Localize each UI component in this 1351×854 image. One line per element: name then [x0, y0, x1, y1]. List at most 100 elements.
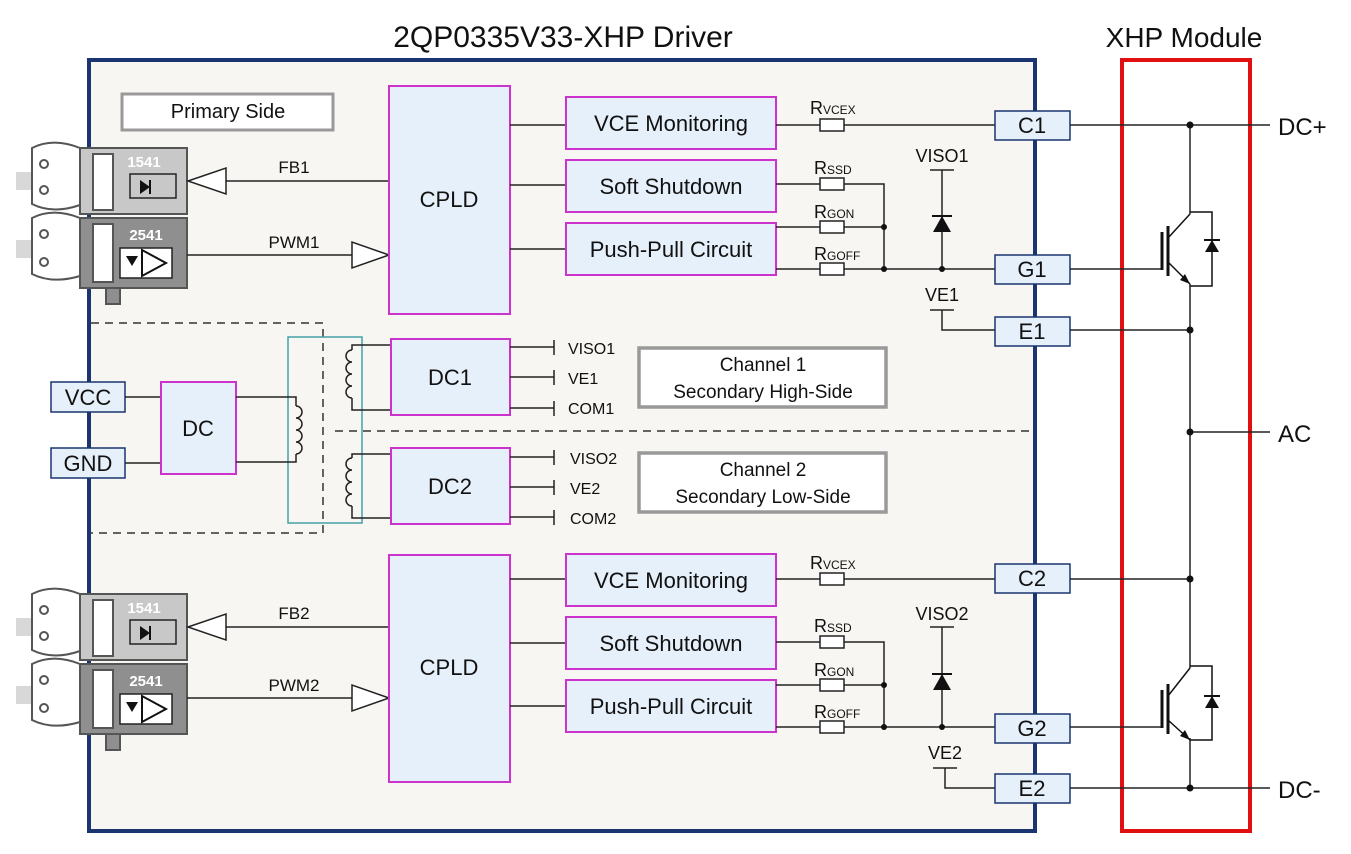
dc1-com1-label: COM1 — [568, 401, 614, 418]
channel-1-line2: Secondary High-Side — [673, 382, 853, 403]
wire — [944, 768, 995, 789]
pin-c1-label: C1 — [1018, 113, 1046, 138]
driver-title: 2QP0335V33-XHP Driver — [393, 21, 733, 54]
primary-side-text: Primary Side — [171, 101, 285, 123]
junction-dot — [939, 724, 945, 730]
channel-2-label: Channel 2 Secondary Low-Side — [637, 451, 888, 514]
dc2-ve2-label: VE2 — [570, 481, 600, 498]
rssd-2-label: RSSD — [814, 616, 852, 636]
pin-e2 — [994, 773, 1071, 804]
cpld-1 — [388, 85, 511, 315]
resistor-rgoff-1 — [819, 262, 845, 276]
transformer-secondary-winding-1 — [345, 349, 353, 399]
pin-g2 — [994, 713, 1071, 744]
dc-converter — [160, 381, 237, 475]
resistor-rssd-2 — [819, 635, 845, 649]
pin-e2-label: E2 — [1019, 776, 1046, 801]
dc2-com2-label: COM2 — [570, 511, 616, 528]
pin-g1-label: G1 — [1017, 257, 1046, 282]
resistor-rvcex-1 — [819, 118, 845, 132]
ve1-label: VE1 — [925, 285, 959, 305]
pin-e1-label: E1 — [1019, 319, 1046, 344]
fb1-label: FB1 — [278, 158, 309, 177]
fiber-transmitter-connector-2: 2541 — [16, 657, 188, 751]
dc2-viso2-label: VISO2 — [570, 451, 617, 468]
pwm2-label: PWM2 — [269, 676, 320, 695]
junction-dot — [1186, 575, 1194, 583]
junction-dot — [881, 682, 887, 688]
rgoff-1-label: RGOFF — [814, 244, 860, 264]
isolation-boundary-dashed — [91, 322, 324, 534]
wire — [1070, 264, 1163, 270]
soft-shutdown-2-label: Soft Shutdown — [599, 631, 742, 656]
pwm1-driver-triangle — [351, 240, 392, 270]
cpld-2-label: CPLD — [420, 655, 479, 680]
wire — [351, 506, 391, 519]
vce-monitoring-2-label: VCE Monitoring — [594, 568, 748, 593]
resistor-rssd-1 — [819, 177, 845, 191]
resistor-rgon-2 — [819, 678, 845, 692]
clamp-diode-2 — [933, 674, 951, 690]
pin-c1 — [994, 110, 1071, 141]
resistor-rgoff-2 — [819, 720, 845, 734]
dc1-label: DC1 — [428, 365, 472, 390]
channel-2-line1: Channel 2 — [720, 460, 807, 481]
resistor-rgon-1 — [819, 220, 845, 234]
soft-shutdown-2 — [565, 616, 777, 670]
wire — [236, 454, 297, 463]
wire — [236, 396, 297, 406]
igbt-upper — [1160, 211, 1220, 287]
pin-e1 — [994, 316, 1071, 347]
pin-g2-label: G2 — [1017, 716, 1046, 741]
pin-gnd — [50, 447, 126, 479]
rgon-1-label: RGON — [814, 202, 854, 222]
rvcex-1-label: RVCEX — [810, 98, 856, 118]
wire — [351, 453, 391, 458]
push-pull-1-label: Push-Pull Circuit — [590, 237, 753, 262]
pin-vcc — [50, 381, 126, 413]
igbt-lower — [1160, 665, 1220, 741]
dc2-label: DC2 — [428, 474, 472, 499]
junction-dot — [1186, 121, 1194, 129]
tx-code-1: 2541 — [129, 227, 162, 244]
fiber-receiver-connector-1: 1541 — [16, 141, 188, 215]
dc1-viso1-label: VISO1 — [568, 341, 615, 358]
wire — [351, 398, 391, 411]
terminal-ac: AC — [1278, 421, 1311, 448]
push-pull-2 — [565, 679, 777, 733]
pin-vcc-label: VCC — [65, 385, 112, 410]
wire — [1070, 722, 1163, 728]
transformer-secondary-winding-2 — [345, 457, 353, 507]
soft-shutdown-1-label: Soft Shutdown — [599, 174, 742, 199]
dc2-converter — [390, 447, 511, 525]
wire — [844, 183, 885, 269]
rssd-1-label: RSSD — [814, 158, 852, 178]
transformer-region — [287, 336, 363, 524]
channel-1-line1: Channel 1 — [720, 355, 807, 376]
viso2-label: VISO2 — [915, 604, 968, 624]
dc-converter-label: DC — [182, 416, 214, 441]
junction-dot — [1186, 784, 1194, 792]
junction-dot — [939, 266, 945, 272]
rgoff-2-label: RGOFF — [814, 702, 860, 722]
resistor-rvcex-2 — [819, 572, 845, 586]
fiber-transmitter-connector-1: 2541 — [16, 211, 188, 305]
junction-dot — [1186, 326, 1194, 334]
junction-dot — [881, 224, 887, 230]
ve2-label: VE2 — [928, 743, 962, 763]
dc1-ve1-label: VE1 — [568, 371, 598, 388]
fiber-receiver-connector-2: 1541 — [16, 587, 188, 661]
junction-dot — [881, 724, 887, 730]
driver-board — [87, 58, 1037, 833]
wire — [941, 310, 995, 331]
viso1-label: VISO1 — [915, 146, 968, 166]
junction-dot — [881, 266, 887, 272]
push-pull-1 — [565, 222, 777, 276]
terminal-dc-minus: DC- — [1278, 777, 1321, 804]
channel-1-label: Channel 1 Secondary High-Side — [637, 346, 888, 409]
module-title: XHP Module — [1106, 22, 1263, 53]
cpld-2 — [388, 554, 511, 783]
pwm1-label: PWM1 — [269, 233, 320, 252]
soft-shutdown-1 — [565, 159, 777, 213]
wire — [351, 344, 391, 350]
